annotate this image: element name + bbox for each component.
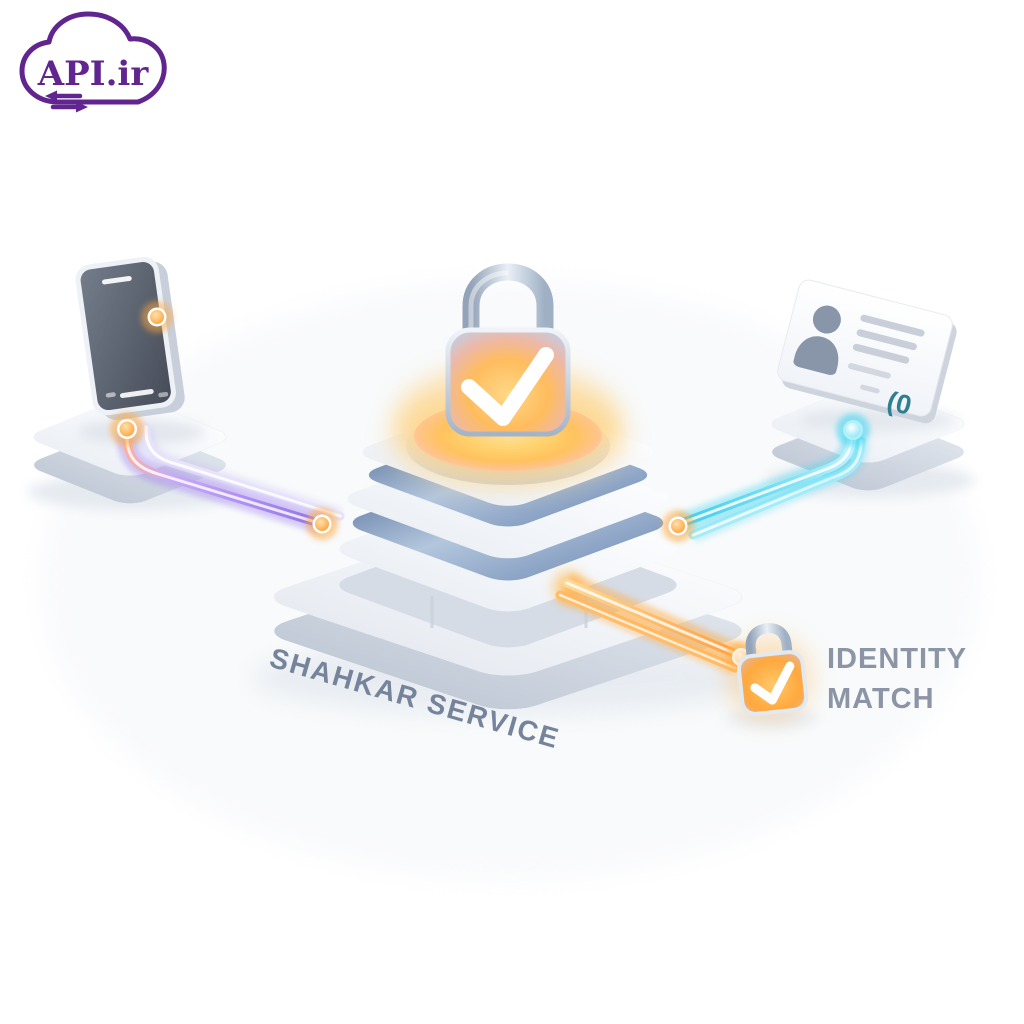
- verified-lock-icon: [396, 263, 620, 473]
- small-lock-shackle: [745, 623, 793, 663]
- dot-core: [845, 422, 861, 438]
- cloud-icon: [19, 11, 167, 105]
- cable-orange-back-core: [558, 593, 737, 670]
- phone-screen: [80, 261, 171, 411]
- logo: API.ir: [19, 11, 167, 113]
- card-dash: [860, 384, 880, 394]
- avatar-icon: [793, 305, 841, 375]
- card-line-3: [852, 343, 910, 364]
- phone-bottom-dot-left: [105, 392, 116, 398]
- card-line-1: [860, 314, 925, 337]
- small-lock-body: [736, 650, 809, 716]
- identity-label-line2: MATCH: [827, 683, 935, 715]
- connection-dot-phone-edge: [141, 301, 173, 333]
- small-checkmark-icon: [750, 661, 795, 705]
- dot-core: [119, 421, 135, 437]
- phone-home-indicator: [119, 389, 154, 399]
- phone-bottom-dot-right: [158, 391, 169, 398]
- swap-arrow-bottom-head: [76, 101, 88, 113]
- dot-core: [671, 519, 685, 533]
- connection-dot-stack-right: [662, 510, 694, 542]
- identity-label-line1: IDENTITY: [827, 643, 967, 675]
- dot-core: [315, 517, 329, 531]
- identity-lock-icon: [728, 623, 813, 721]
- card-line-4: [848, 363, 891, 379]
- card-line-2: [856, 329, 917, 351]
- connection-dot-phone-platform: [110, 412, 144, 446]
- cable-orange: [553, 571, 746, 676]
- lock-shackle: [462, 263, 554, 336]
- identity-match-label: IDENTITY MATCH: [827, 643, 967, 715]
- swap-arrows-icon: [45, 90, 88, 113]
- connection-dot-card-platform: [836, 413, 870, 447]
- connection-dot-stack-left: [306, 508, 338, 540]
- avatar-shoulders: [793, 336, 839, 375]
- avatar-head: [812, 305, 841, 334]
- phone-speaker-line: [101, 275, 132, 285]
- id-card-icon: (0: [777, 279, 957, 424]
- lock-shackle-sheen: [468, 270, 509, 334]
- swap-arrow-top-head: [45, 90, 57, 102]
- cable-orange-front-core: [565, 581, 743, 658]
- cable-purple-back-core: [144, 425, 342, 518]
- logo-text: API.ir: [37, 54, 150, 94]
- dot-core: [150, 310, 164, 324]
- checkmark-icon: [461, 347, 554, 426]
